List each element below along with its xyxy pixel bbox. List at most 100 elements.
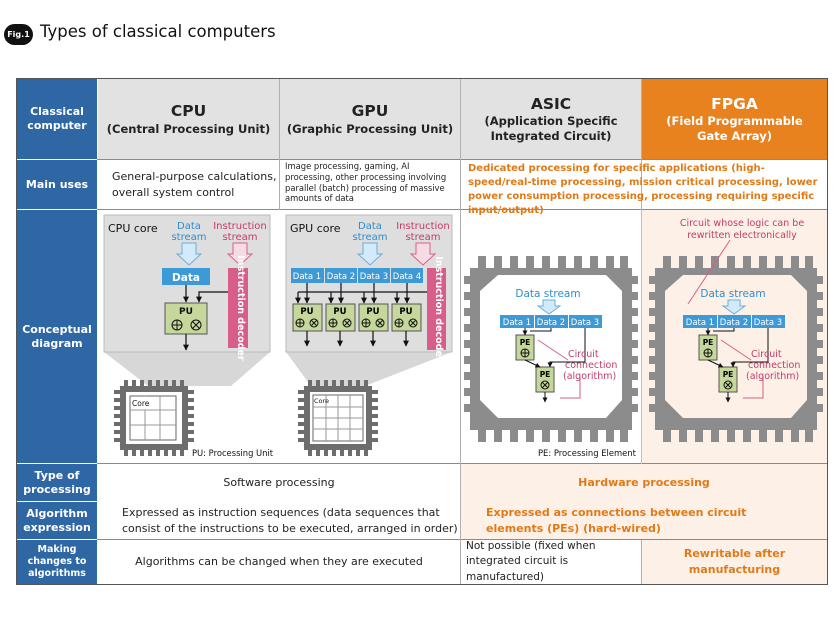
svg-text:Core: Core	[132, 399, 150, 408]
asic-header-bg	[461, 79, 641, 159]
svg-text:Data 1: Data 1	[503, 318, 531, 328]
svg-text:PE: PE	[703, 338, 714, 347]
column-header-gpu: GPU (Graphic Processing Unit)	[280, 79, 460, 159]
svg-text:stream: stream	[352, 232, 387, 243]
svg-text:Circuit: Circuit	[568, 349, 599, 360]
hardware-processing: Hardware processing	[578, 475, 710, 489]
svg-text:Data 2: Data 2	[720, 318, 748, 328]
svg-text:Instruction: Instruction	[396, 221, 450, 232]
changes-cpu-gpu: Algorithms can be changed when they are …	[135, 555, 423, 569]
svg-text:PE: PE	[540, 370, 551, 379]
cpu-instruction-stream-label: Instruction stream	[213, 221, 267, 243]
fpga-note: Circuit whose logic can be rewritten ele…	[680, 218, 804, 241]
column-header-asic: ASIC (Application Specific Integrated Ci…	[461, 79, 641, 159]
changes-asic: Not possible (fixed when integrated circ…	[466, 540, 596, 583]
svg-text:Circuit whose logic can be: Circuit whose logic can be	[680, 218, 804, 229]
svg-text:stream: stream	[405, 232, 440, 243]
main-uses-gpu: Image processing, gaming, AI processing,…	[285, 161, 447, 204]
gpu-instruction-stream-label: Instruction stream	[396, 221, 450, 243]
asic-subtitle: (Application Specific Integrated Circuit…	[484, 114, 618, 143]
svg-text:Data 4: Data 4	[393, 272, 421, 282]
svg-text:Data 3: Data 3	[754, 318, 782, 328]
svg-text:connection: connection	[748, 360, 800, 371]
main-uses-cpu: General-purpose calculations, overall sy…	[112, 170, 277, 199]
gpu-core-label: GPU core	[290, 222, 341, 235]
gpu-chip: Core	[298, 380, 378, 456]
gpu-diagram: GPU core Data stream Instruction stream …	[285, 214, 453, 456]
svg-text:rewritten electronically: rewritten electronically	[687, 230, 797, 241]
svg-text:PU: PU	[300, 307, 313, 317]
row-label-classical-computer: Classical computer	[27, 105, 87, 132]
cpu-core-label: CPU core	[108, 222, 158, 235]
svg-text:PE: PE	[723, 370, 734, 379]
gpu-instruction-decoder	[427, 268, 446, 350]
svg-text:PU: PU	[179, 307, 193, 317]
svg-text:Data 2: Data 2	[537, 318, 565, 328]
column-header-fpga: FPGA (Field Programmable Gate Array)	[642, 79, 827, 159]
cpu-diagram: CPU core Data stream Instruction stream …	[103, 214, 274, 458]
row-label-type-of-processing: Type of processing	[23, 468, 91, 496]
fpga-circuit-connection-label: Circuit connection (algorithm)	[746, 349, 800, 382]
gpu-pu-boxes: PU PU PU PU	[292, 303, 422, 332]
gpu-data-stream-label: Data stream	[352, 221, 387, 243]
svg-text:stream: stream	[222, 232, 257, 243]
svg-text:Data: Data	[358, 221, 382, 232]
gpu-subtitle: (Graphic Processing Unit)	[286, 121, 454, 136]
cpu-title: CPU	[170, 102, 207, 121]
row-label-main-uses: Main uses	[25, 177, 89, 191]
svg-text:connection: connection	[565, 360, 617, 371]
svg-text:Instruction: Instruction	[213, 221, 267, 232]
svg-text:Data 1: Data 1	[293, 272, 321, 282]
column-header-cpu: CPU (Central Processing Unit)	[98, 79, 279, 159]
svg-text:(algorithm): (algorithm)	[563, 371, 616, 382]
fpga-title: FPGA	[711, 94, 758, 113]
fpga-data-stream-label: Data stream	[700, 288, 765, 300]
svg-text:Instruction decoder: Instruction decoder	[235, 255, 246, 361]
algorithm-expression-software: Expressed as instruction sequences (data…	[122, 505, 458, 535]
changes-fpga: Rewritable after manufacturing	[683, 547, 786, 576]
fpga-header-bg	[642, 79, 827, 159]
svg-text:PE: PE	[520, 338, 531, 347]
asic-diagram: Data stream Data 1 Data 2 Data 3 PE PE C…	[464, 256, 638, 458]
svg-text:Instruction decoder: Instruction decoder	[433, 256, 444, 362]
fpga-diagram: Circuit whose logic can be rewritten ele…	[649, 218, 823, 442]
algorithm-expression-hardware: Expressed as connections between circuit…	[486, 505, 747, 535]
svg-text:Data: Data	[172, 272, 200, 284]
figure-title: Types of classical computers	[40, 22, 276, 41]
svg-text:Data 3: Data 3	[360, 272, 388, 282]
hardware-rows-bg	[461, 464, 827, 539]
row-label-making-changes: Making changes to algorithms	[27, 544, 87, 579]
gpu-title: GPU	[351, 102, 389, 121]
svg-text:Data: Data	[177, 221, 201, 232]
svg-text:Data 2: Data 2	[327, 272, 355, 282]
cpu-data-box	[162, 268, 210, 285]
svg-text:Data 3: Data 3	[571, 318, 599, 328]
row-label-column	[17, 79, 97, 584]
svg-text:stream: stream	[171, 232, 206, 243]
fpga-subtitle: (Field Programmable Gate Array)	[666, 114, 803, 143]
cpu-chip: Core	[114, 380, 194, 456]
asic-title: ASIC	[530, 94, 572, 113]
svg-text:Circuit: Circuit	[751, 349, 782, 360]
fpga-rewritable-bg	[642, 540, 827, 584]
table-frame	[16, 78, 828, 585]
asic-circuit-connection-label: Circuit connection (algorithm)	[563, 349, 617, 382]
svg-text:PU: PU	[399, 307, 412, 317]
pu-note: PU: Processing Unit	[192, 448, 274, 458]
main-uses-asic-fpga: Dedicated processing for specific applic…	[468, 163, 818, 216]
figure-badge: Fig.1	[4, 24, 33, 45]
pe-note: PE: Processing Element	[538, 448, 637, 458]
svg-text:PU: PU	[333, 307, 346, 317]
svg-text:(algorithm): (algorithm)	[746, 371, 799, 382]
cpu-instruction-decoder	[228, 268, 248, 348]
svg-text:PU: PU	[366, 307, 379, 317]
svg-text:Core: Core	[314, 397, 329, 405]
software-processing: Software processing	[223, 475, 335, 489]
row-label-algorithm-expression: Algorithm expression	[23, 506, 91, 534]
cpu-subtitle: (Central Processing Unit)	[106, 121, 271, 136]
row-label-conceptual-diagram: Conceptual diagram	[22, 322, 92, 350]
asic-data-stream-label: Data stream	[515, 288, 580, 300]
cpu-data-stream-label: Data stream	[171, 221, 206, 243]
svg-text:Data 1: Data 1	[686, 318, 714, 328]
